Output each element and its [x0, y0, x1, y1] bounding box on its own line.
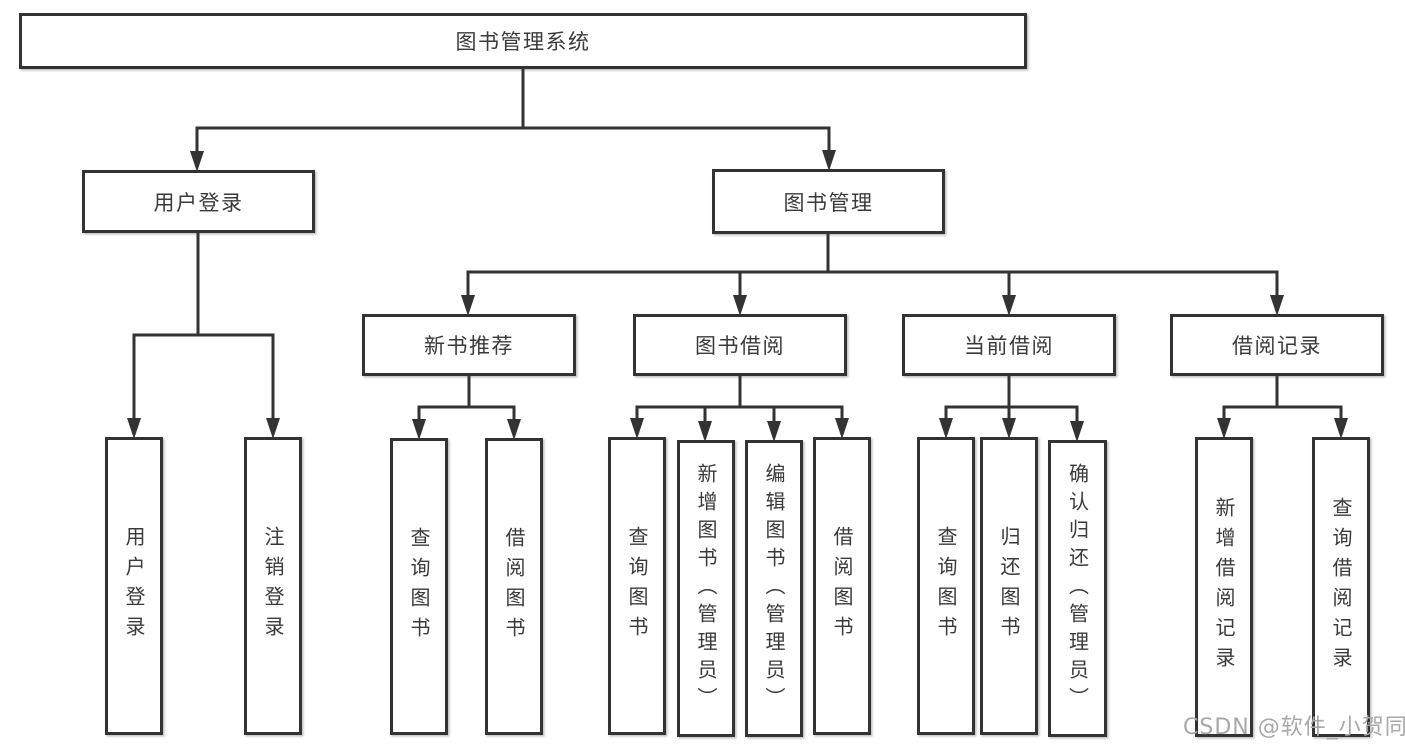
node-book-borrowing: 图书借阅 — [633, 314, 847, 376]
node-new-book-recommend: 新书推荐 — [362, 314, 576, 376]
node-user-login: 用户登录 — [82, 170, 315, 233]
leaf-recommend-borrow-book: 借阅图书 — [485, 438, 543, 735]
leaf-current-confirm-return-admin: 确认归还（管理员） — [1048, 440, 1107, 737]
leaf-borrowing-add-book-admin: 新增图书（管理员） — [677, 440, 735, 737]
leaf-recommend-query-book: 查询图书 — [390, 438, 448, 735]
leaf-borrowing-query-book: 查询图书 — [608, 437, 666, 735]
leaf-borrowing-edit-book-admin: 编辑图书（管理员） — [745, 440, 803, 737]
leaf-records-query-record: 查询借阅记录 — [1312, 437, 1370, 737]
csdn-watermark: CSDN @软件_小贺同学 — [1183, 715, 1405, 740]
leaf-user-login: 用户登录 — [105, 437, 163, 735]
leaf-logout: 注销登录 — [244, 437, 302, 735]
leaf-records-add-record: 新增借阅记录 — [1195, 437, 1253, 737]
node-library-management-system: 图书管理系统 — [19, 13, 1027, 69]
leaf-current-return-book: 归还图书 — [980, 437, 1038, 735]
leaf-current-query-book: 查询图书 — [917, 437, 975, 735]
node-book-management: 图书管理 — [712, 169, 945, 234]
node-current-borrowing: 当前借阅 — [902, 314, 1116, 376]
node-borrowing-records: 借阅记录 — [1170, 314, 1384, 376]
leaf-borrowing-borrow-book: 借阅图书 — [813, 437, 871, 735]
